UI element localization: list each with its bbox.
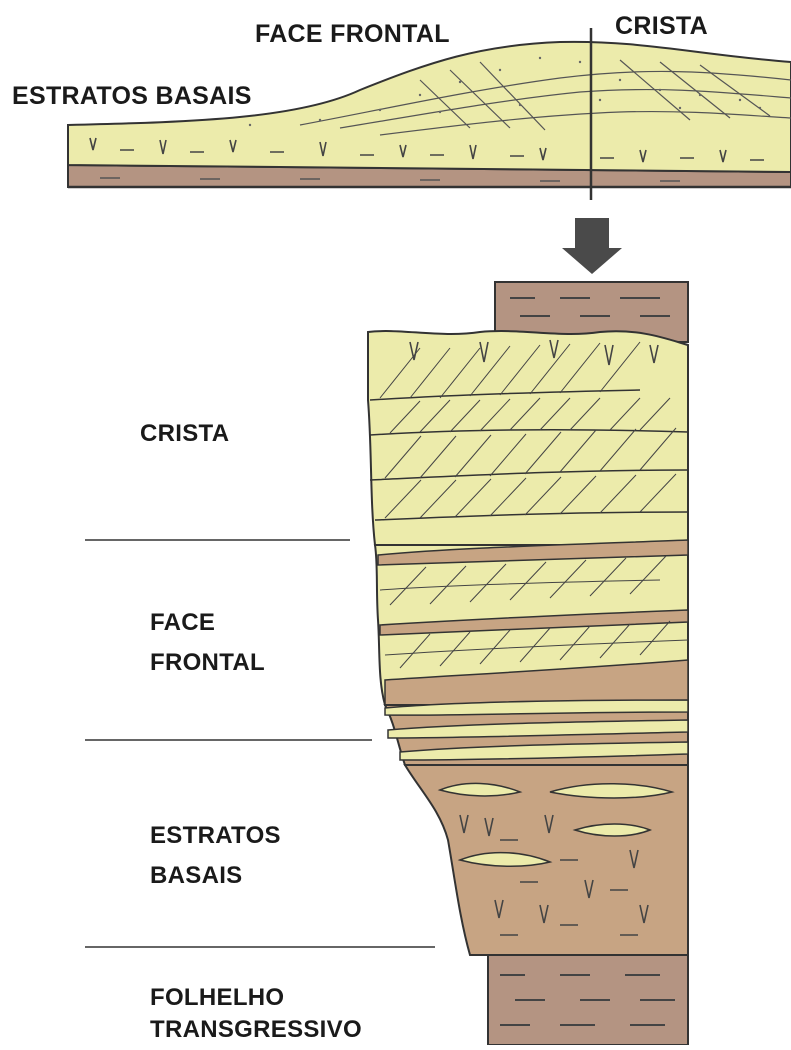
dune-cross-section — [68, 28, 791, 200]
stratigraphic-column — [368, 282, 688, 1045]
label-face-frontal-line2: FRONTAL — [150, 643, 265, 683]
label-top-crista: CRISTA — [615, 12, 708, 41]
label-face-frontal-line1: FACE — [150, 603, 215, 643]
label-crista: CRISTA — [140, 414, 229, 454]
label-folhelho-line2: TRANSGRESSIVO — [150, 1010, 362, 1050]
transition-sand-lenses — [385, 700, 688, 760]
label-estratos-basais-line1: ESTRATOS — [150, 816, 281, 856]
label-top-estratos-basais: ESTRATOS BASAIS — [12, 82, 252, 111]
label-top-face-frontal: FACE FRONTAL — [255, 20, 450, 49]
label-estratos-basais-line2: BASAIS — [150, 856, 242, 896]
down-arrow — [562, 218, 622, 274]
